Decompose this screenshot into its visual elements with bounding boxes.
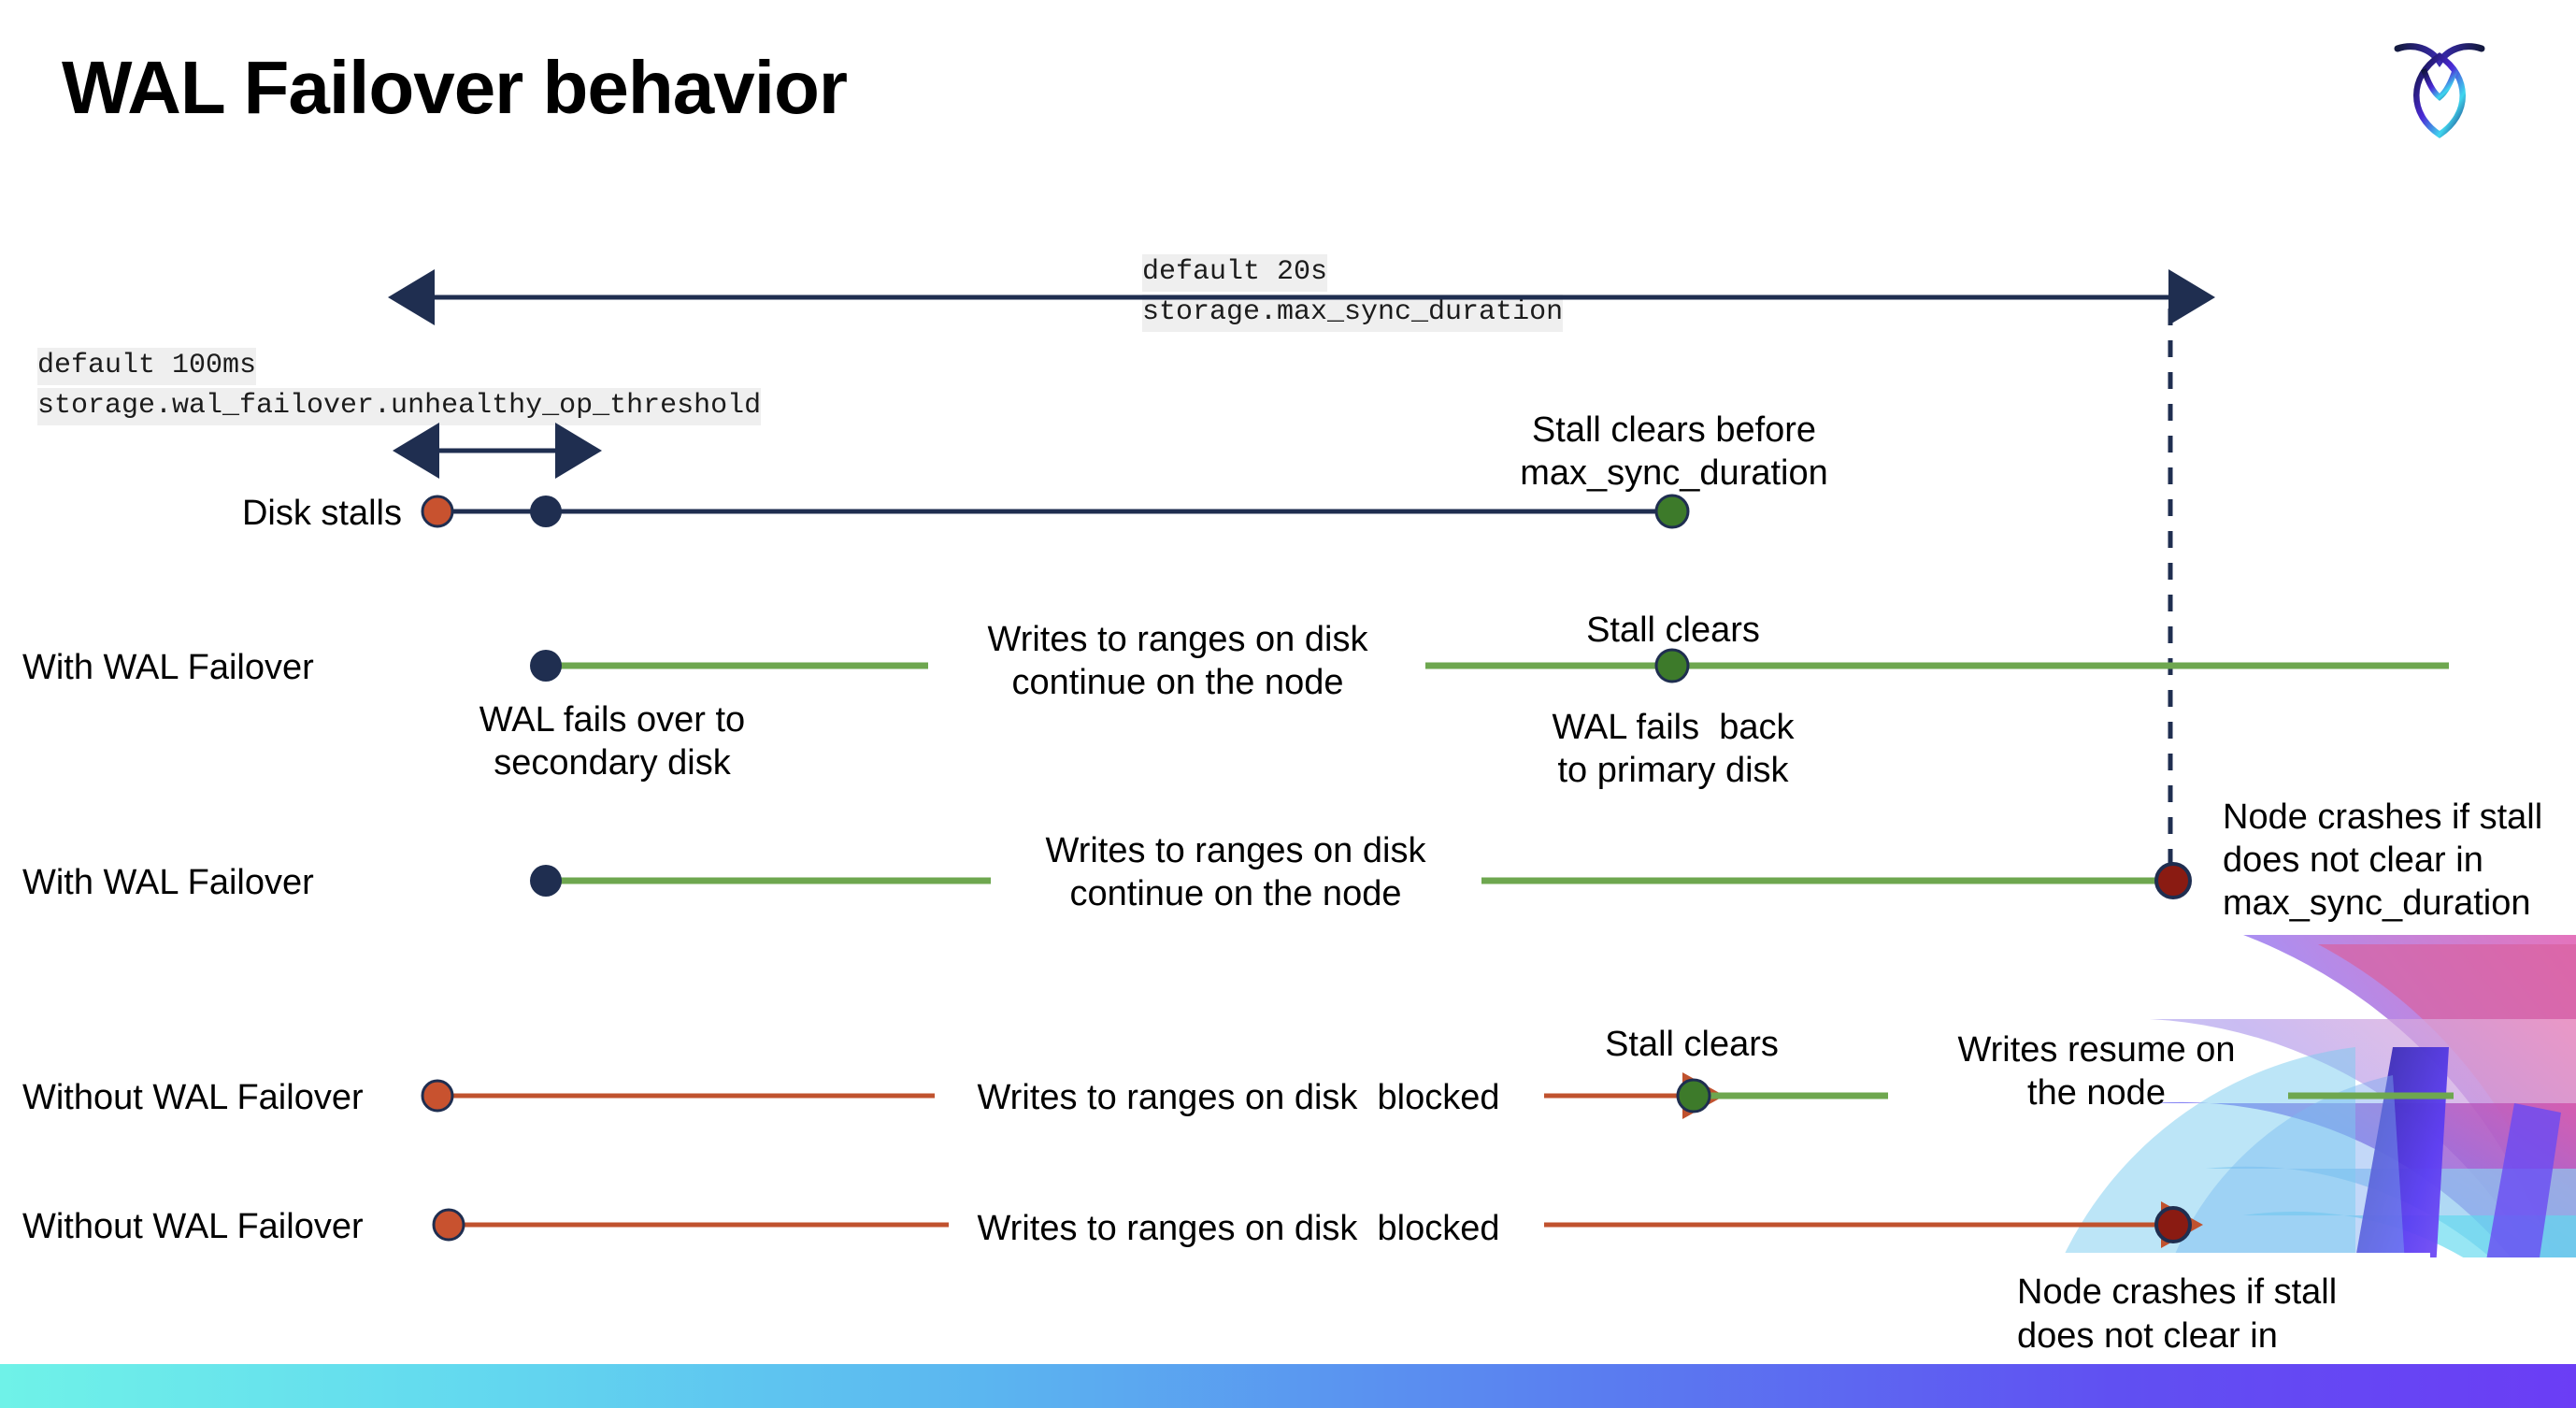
disk-stalls-failover-dot — [530, 496, 562, 527]
note-stall-clears-row4: Stall clears — [1605, 1025, 1779, 1064]
row-label-with-wal-failover-2: With WAL Failover — [22, 863, 314, 902]
note-writes-continue-1-line1: Writes to ranges on disk — [987, 620, 1368, 659]
note-node-crashes-row3-line1: Node crashes if stall — [2223, 797, 2543, 837]
without-failover-1-start-dot — [421, 1079, 454, 1113]
without-failover-2-start-dot — [432, 1208, 465, 1242]
note-node-crashes-row3-line2: does not clear in — [2223, 840, 2483, 880]
note-wal-fails-over-line2: secondary disk — [494, 743, 731, 783]
note-writes-continue-2-line1: Writes to ranges on disk — [1045, 831, 1426, 870]
disk-stalls-clear-dot — [1654, 494, 1690, 529]
row-label-without-wal-failover-2: Without WAL Failover — [22, 1207, 364, 1246]
unhealthy-op-threshold-default: default 100ms — [37, 348, 257, 385]
note-stall-clears-row2: Stall clears — [1586, 611, 1760, 650]
without-failover-2-crash-dot — [2154, 1206, 2192, 1243]
note-wal-fails-over-line1: WAL fails over to — [479, 700, 746, 740]
wal-failover-2-failover-dot — [530, 865, 562, 897]
wal-failover-2-crash-dot — [2154, 862, 2192, 899]
note-stall-clears-before-line1: Stall clears before — [1531, 410, 1817, 450]
note-writes-continue-1-line2: continue on the node — [1011, 663, 1344, 702]
note-writes-blocked-row5: Writes to ranges on disk blocked — [977, 1209, 1500, 1248]
note-wal-fails-back-line1: WAL fails back — [1552, 708, 1795, 747]
row-label-disk-stalls: Disk stalls — [241, 494, 402, 533]
note-node-crashes-row5-line1: Node crashes if stall — [2017, 1272, 2338, 1312]
bottom-gradient-bar — [0, 1364, 2576, 1408]
note-writes-blocked-row4: Writes to ranges on disk blocked — [977, 1078, 1500, 1117]
cockroachdb-logo — [2394, 43, 2485, 138]
row-label-with-wal-failover-1: With WAL Failover — [22, 648, 314, 687]
wal-failover-1-failover-dot — [530, 650, 562, 682]
row-label-without-wal-failover-1: Without WAL Failover — [22, 1078, 364, 1117]
note-stall-clears-before-line2: max_sync_duration — [1520, 453, 1828, 493]
wal-failover-1-clear-dot — [1654, 648, 1690, 683]
disk-stalls-start-dot — [421, 495, 454, 528]
note-node-crashes-row5-line2: does not clear in — [2017, 1316, 2278, 1356]
note-node-crashes-row3-line3: max_sync_duration — [2223, 884, 2531, 923]
unhealthy-op-threshold-setting: storage.wal_failover.unhealthy_op_thresh… — [37, 388, 762, 425]
note-wal-fails-back-line2: to primary disk — [1557, 751, 1789, 790]
note-writes-continue-2-line2: continue on the node — [1069, 874, 1402, 913]
page-title: WAL Failover behavior — [62, 46, 848, 129]
without-failover-1-clear-dot — [1676, 1078, 1711, 1113]
note-writes-resume-line1: Writes resume on — [1957, 1030, 2236, 1070]
note-writes-resume-line2: the node — [2027, 1073, 2166, 1113]
